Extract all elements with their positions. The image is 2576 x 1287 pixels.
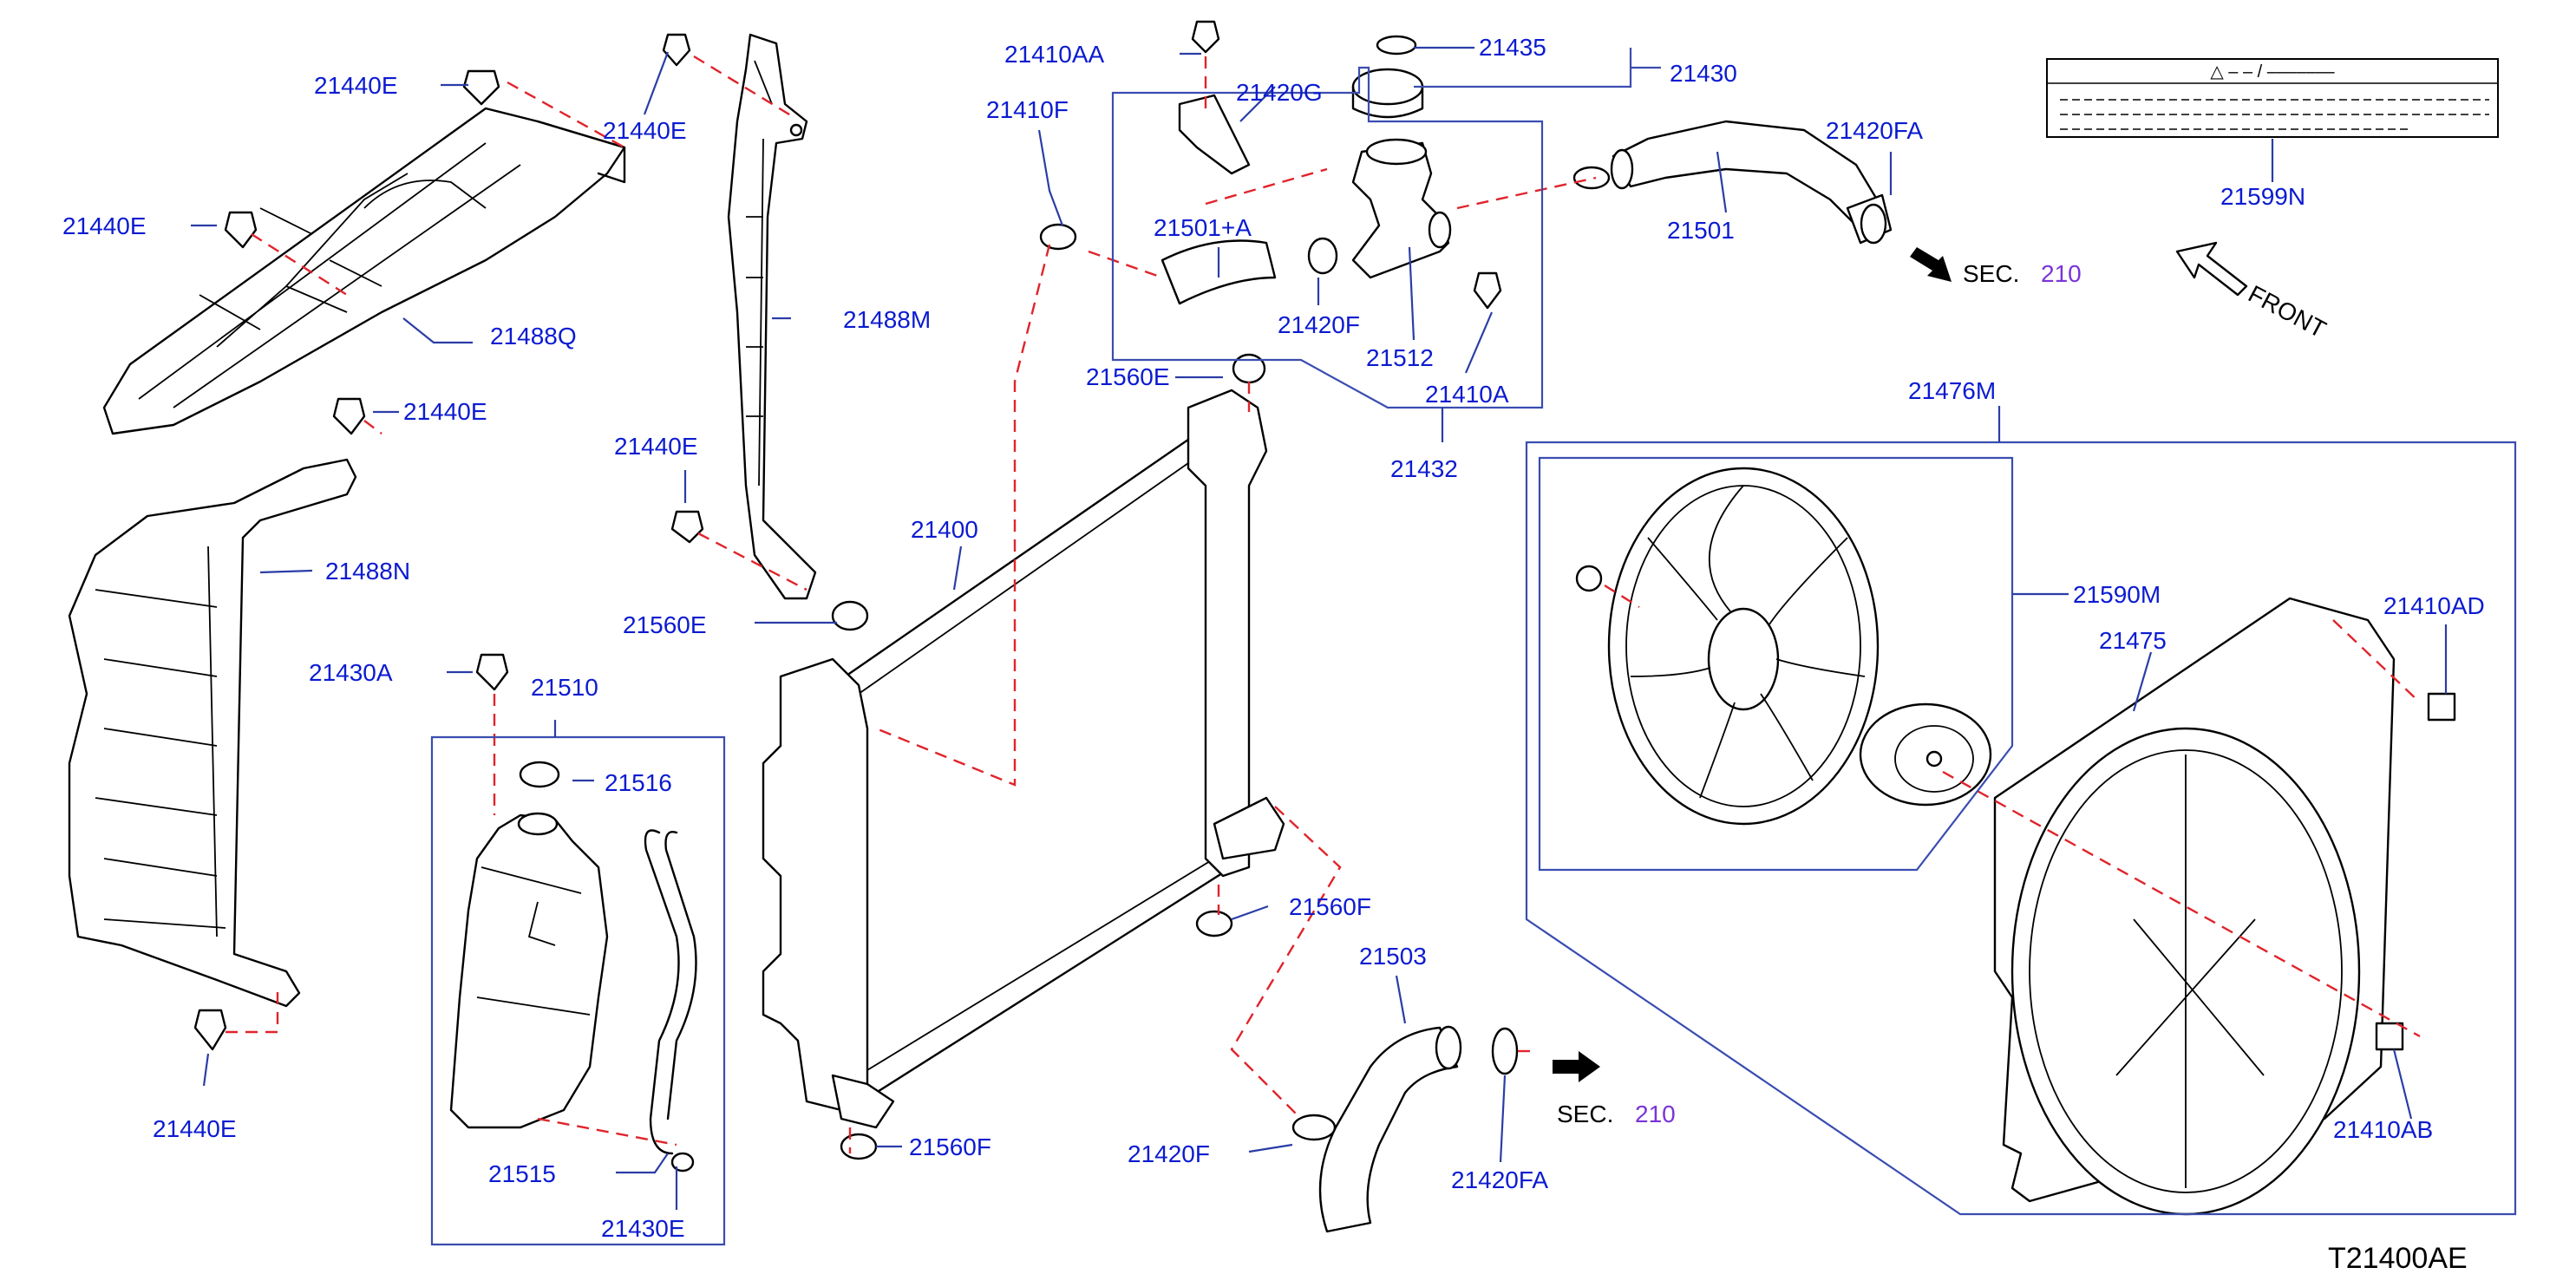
- reservoir-cap: [519, 761, 560, 788]
- warning-label-heading: △ – – / –––––––: [2210, 62, 2335, 82]
- clamp-21420fa-lower: [1491, 1027, 1519, 1075]
- label-21590M[interactable]: 21590M: [2073, 581, 2161, 608]
- clamp-21420f-lower: [1291, 1114, 1337, 1141]
- leader-lines: [191, 46, 2448, 1210]
- label-21560E-b[interactable]: 21560E: [623, 611, 707, 638]
- fan-motor: [1859, 702, 1992, 807]
- section-arrow-top: [1910, 247, 1952, 282]
- fasteners: [193, 20, 2456, 1173]
- label-21430[interactable]: 21430: [1670, 60, 1737, 87]
- filler-neck-21512: [1351, 138, 1452, 279]
- group-box-21590M: [1538, 456, 2014, 872]
- label-21420FA-a[interactable]: 21420FA: [1826, 117, 1923, 144]
- label-21410AB[interactable]: 21410AB: [2333, 1116, 2433, 1143]
- label-21516[interactable]: 21516: [605, 769, 672, 796]
- reservoir-hose: [644, 829, 680, 1155]
- group-box-21476M: [1525, 441, 2517, 1216]
- cap-seal-21435: [1376, 35, 1417, 56]
- fan-shroud-21475: [1993, 597, 2396, 1216]
- label-21435[interactable]: 21435: [1479, 34, 1546, 61]
- label-21440E-a[interactable]: 21440E: [314, 72, 398, 99]
- air-guide-side-vertical: [727, 33, 817, 600]
- label-21410AD[interactable]: 21410AD: [2383, 592, 2485, 619]
- warning-label-21599n: △ – – / –––––––: [2046, 58, 2499, 138]
- label-21420F-a[interactable]: 21420F: [1278, 311, 1360, 338]
- label-21512[interactable]: 21512: [1366, 344, 1434, 371]
- group-box-21432: [1111, 66, 1544, 409]
- sec-ref-bottom-number[interactable]: 210: [1635, 1101, 1676, 1127]
- label-21410A[interactable]: 21410A: [1425, 381, 1509, 408]
- air-guide-lower: [68, 458, 357, 1008]
- label-21430A[interactable]: 21430A: [309, 659, 393, 686]
- label-21510[interactable]: 21510: [531, 674, 598, 701]
- label-21501A[interactable]: 21501+A: [1154, 214, 1252, 241]
- part-labels: 21440E 21440E 21440E 21488Q 21488M 21440…: [62, 34, 2485, 1242]
- label-21432[interactable]: 21432: [1390, 455, 1458, 482]
- label-21475[interactable]: 21475: [2099, 627, 2167, 654]
- label-21400[interactable]: 21400: [911, 516, 978, 543]
- label-21440E-f[interactable]: 21440E: [153, 1115, 237, 1142]
- group-bracket-21430: [1414, 48, 1661, 88]
- label-21420F-b[interactable]: 21420F: [1128, 1140, 1210, 1167]
- label-21501[interactable]: 21501: [1667, 217, 1735, 244]
- radiator-cap-21430: [1351, 68, 1424, 119]
- sec-ref-top-number[interactable]: 210: [2041, 260, 2082, 287]
- label-21410F[interactable]: 21410F: [986, 96, 1069, 123]
- front-arrow-icon: [2175, 241, 2248, 297]
- group-box-21510: [430, 735, 726, 1246]
- label-21560F-a[interactable]: 21560F: [1289, 893, 1371, 920]
- label-21560F-b[interactable]: 21560F: [909, 1133, 991, 1160]
- label-21599N[interactable]: 21599N: [2220, 183, 2305, 210]
- radiator-core: [762, 389, 1285, 1129]
- front-indicator-label: FRONT: [2244, 280, 2331, 343]
- fan-nut: [1575, 565, 1603, 592]
- label-21488M[interactable]: 21488M: [843, 306, 931, 333]
- label-21476M[interactable]: 21476M: [1908, 377, 1996, 404]
- bracket-21420g: [1178, 94, 1251, 175]
- group-boxes: [430, 48, 2517, 1246]
- label-21440E-d[interactable]: 21440E: [403, 398, 487, 425]
- sec-ref-bottom-label: SEC.: [1557, 1101, 1613, 1127]
- drawing-reference: T21400AE: [2328, 1242, 2468, 1275]
- air-guide-upper: [102, 107, 626, 435]
- label-21420FA-b[interactable]: 21420FA: [1451, 1166, 1548, 1193]
- label-21488N[interactable]: 21488N: [325, 558, 410, 585]
- label-21420G[interactable]: 21420G: [1236, 79, 1323, 106]
- lower-hose-21503: [1318, 1025, 1462, 1233]
- section-arrow-bottom: [1553, 1051, 1600, 1082]
- label-21515[interactable]: 21515: [488, 1160, 556, 1187]
- label-21503[interactable]: 21503: [1359, 943, 1427, 970]
- label-21488Q[interactable]: 21488Q: [490, 323, 577, 350]
- sec-ref-top-label: SEC.: [1963, 260, 2019, 287]
- label-21440E-c[interactable]: 21440E: [62, 212, 147, 239]
- label-21560E-a[interactable]: 21560E: [1086, 363, 1170, 390]
- reservoir-tank: [449, 812, 609, 1129]
- label-21440E-e[interactable]: 21440E: [614, 433, 698, 460]
- fan-blade-21590m: [1607, 467, 1880, 826]
- assembly-lines: [226, 55, 2421, 1153]
- label-21410AA[interactable]: 21410AA: [1004, 41, 1105, 68]
- label-21430E[interactable]: 21430E: [601, 1215, 685, 1242]
- label-21440E-b[interactable]: 21440E: [603, 117, 687, 144]
